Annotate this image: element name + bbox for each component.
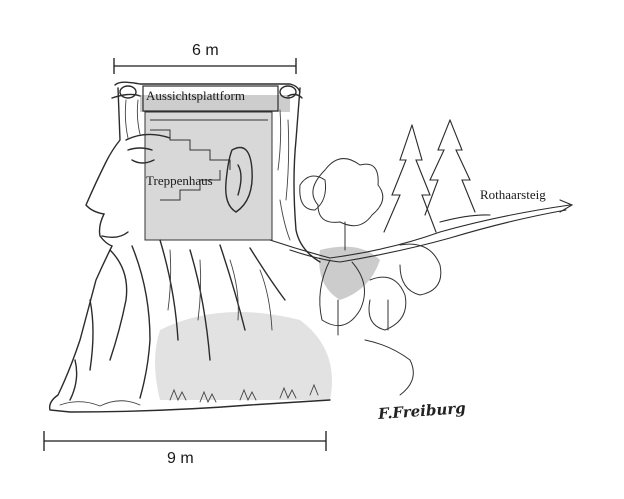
conifer-trees xyxy=(383,119,476,233)
stairwell-label: Treppenhaus xyxy=(146,173,213,188)
dimension-bottom xyxy=(43,431,327,451)
dimension-top xyxy=(113,58,297,74)
head-outline xyxy=(48,81,331,413)
shading xyxy=(140,95,380,400)
bark-strokes xyxy=(124,99,291,331)
platform-label: Aussichtsplattform xyxy=(146,88,245,103)
deciduous-trees xyxy=(299,158,442,396)
platform-box xyxy=(142,85,279,112)
trail-label: Rothaarsteig xyxy=(480,187,546,202)
top-width-label: 6 m xyxy=(192,42,219,59)
staircase xyxy=(144,111,273,241)
grass xyxy=(59,383,319,407)
trail-path xyxy=(269,199,574,263)
bottom-width-label: 9 m xyxy=(167,450,194,467)
